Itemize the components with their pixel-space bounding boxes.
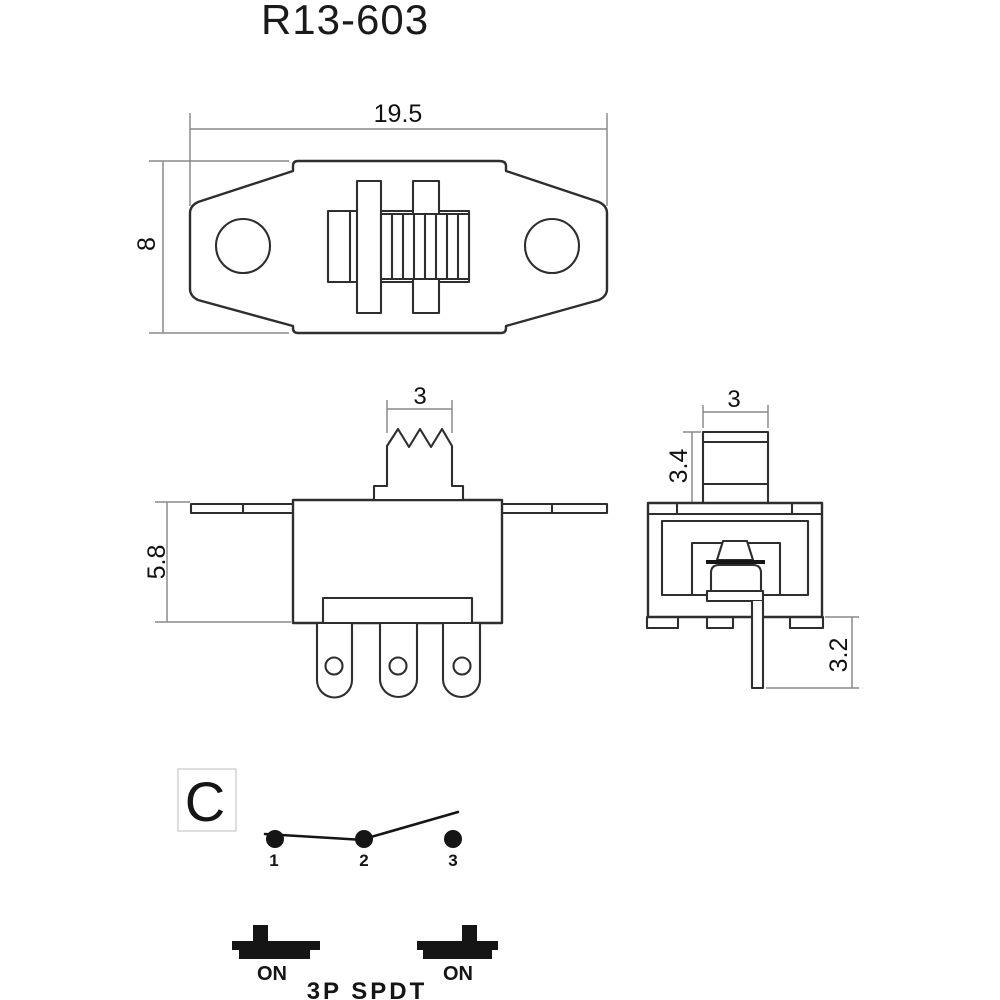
on-label-left: ON xyxy=(257,963,287,985)
icon-flange xyxy=(417,941,498,950)
terminal-hole-2 xyxy=(388,656,408,676)
dimension-depth-8: 8 xyxy=(133,160,289,334)
side-actuator xyxy=(701,430,770,505)
icon-knob xyxy=(462,925,477,942)
position-icon-left xyxy=(232,925,320,959)
dimension-side-actuator-width-3: 3 xyxy=(702,386,769,428)
dimension-actuator-height-3-4: 3.4 xyxy=(665,431,701,503)
dimension-body-height-5-8: 5.8 xyxy=(143,501,291,623)
dimension-width-19-5: 19.5 xyxy=(189,100,608,206)
base-step xyxy=(321,596,474,625)
dimension-terminal-length-3-2: 3.2 xyxy=(766,616,859,689)
dim-label-terminal-length: 3.2 xyxy=(825,638,853,673)
contact-mechanism xyxy=(705,539,765,603)
knurled-knob-top xyxy=(379,212,471,281)
dim-label-depth: 8 xyxy=(133,237,161,251)
side-terminal-pin xyxy=(750,601,765,690)
terminal-dot-3 xyxy=(444,830,462,848)
dim-label-width: 19.5 xyxy=(374,100,423,128)
circuit-schematic: C 1 2 3 xyxy=(177,768,462,870)
front-view: 3 5.8 xyxy=(143,383,609,699)
foot-middle xyxy=(705,615,735,630)
top-view: 19.5 8 xyxy=(133,100,609,335)
foot-right xyxy=(788,615,825,630)
common-label: C xyxy=(185,770,225,833)
terminal-pins xyxy=(315,621,482,699)
switch-position-icons: ON ON 3P SPDT xyxy=(232,925,498,1000)
terminal-dot-1 xyxy=(266,830,284,848)
terminal-hole-1 xyxy=(324,656,344,676)
serrated-actuator xyxy=(372,427,465,502)
contact-base xyxy=(705,589,765,603)
contact-washer xyxy=(706,560,765,564)
contact-plunger xyxy=(715,539,755,562)
terminal-label-2: 2 xyxy=(359,851,368,870)
switch-type-label: 3P SPDT xyxy=(307,978,428,1000)
position-icon-right xyxy=(417,925,498,959)
terminal-label-3: 3 xyxy=(448,851,457,870)
dim-label-actuator-width: 3 xyxy=(413,383,426,410)
dim-label-body-height: 5.8 xyxy=(143,545,171,580)
icon-body xyxy=(423,950,492,959)
part-number-title: R13-603 xyxy=(261,0,429,43)
slider-slot xyxy=(326,179,471,315)
common-label-box xyxy=(177,768,237,832)
contact-dome xyxy=(709,563,763,591)
mounting-hole-right xyxy=(523,217,581,275)
dim-label-actuator-height: 3.4 xyxy=(665,449,693,484)
terminal-label-1: 1 xyxy=(269,851,278,870)
mounting-hole-left xyxy=(214,217,272,275)
dimension-actuator-width-3: 3 xyxy=(386,383,453,433)
terminal-hole-3 xyxy=(452,656,472,676)
icon-knob xyxy=(253,925,268,942)
icon-body xyxy=(239,950,310,959)
on-label-right: ON xyxy=(443,963,473,985)
terminal-dot-2 xyxy=(355,830,373,848)
foot-left xyxy=(645,615,680,630)
icon-flange xyxy=(232,941,320,950)
side-view: 3 3.4 xyxy=(645,386,859,690)
switch-lever xyxy=(362,810,460,841)
dim-label-side-actuator-width: 3 xyxy=(727,386,740,413)
